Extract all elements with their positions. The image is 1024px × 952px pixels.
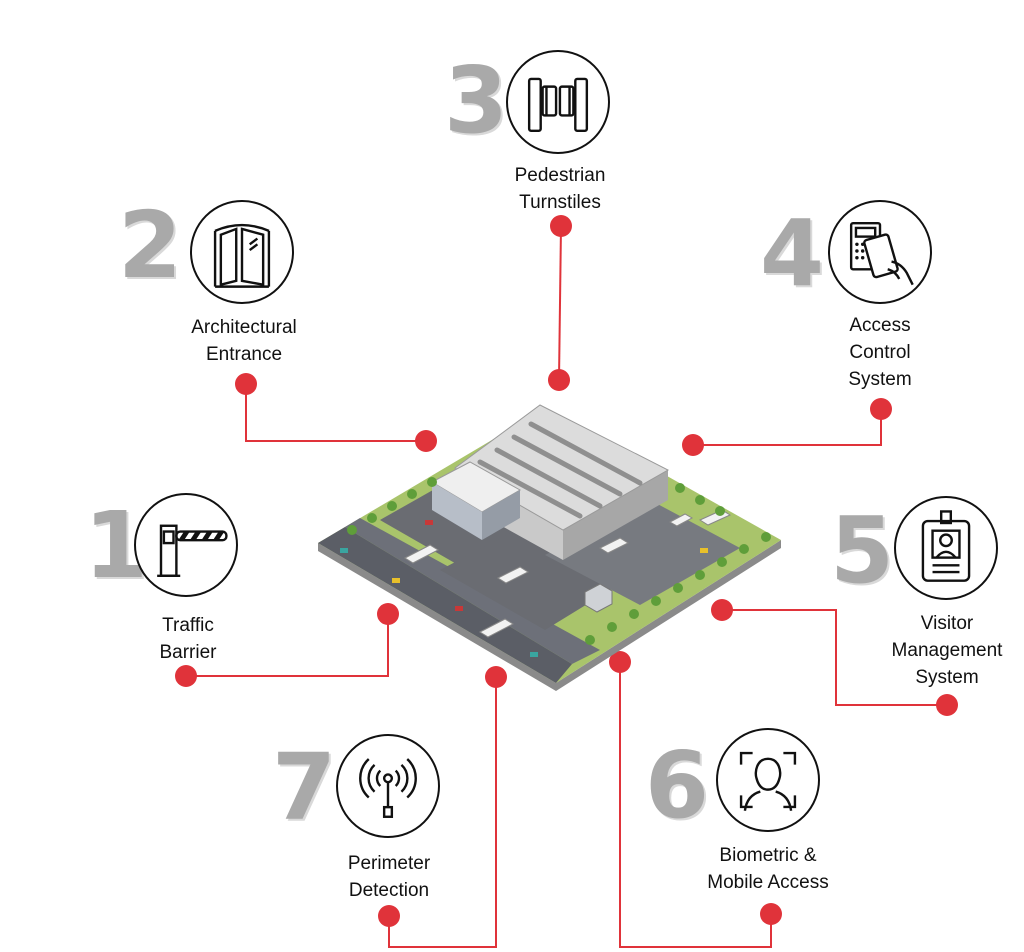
- dot-1-outer: [175, 665, 197, 687]
- warehouse-roof: [454, 404, 670, 531]
- label-biometric-mobile-access: Biometric & Mobile Access: [707, 845, 829, 893]
- dot-3-inner: [548, 369, 570, 391]
- connector-6: [619, 662, 772, 948]
- connector-3: [558, 225, 562, 381]
- label-access-control-system: Access Control System: [848, 315, 912, 390]
- dot-7-outer: [378, 905, 400, 927]
- connector-5: [722, 609, 947, 706]
- traffic-barrier-icon: [157, 524, 228, 577]
- dot-4-outer: [870, 398, 892, 420]
- traffic-barrier-circle: [134, 493, 238, 597]
- perimeter-sensor-circle: [336, 734, 440, 838]
- connector-1: [186, 614, 389, 677]
- trees: [347, 477, 771, 645]
- dot-7-inner: [485, 666, 507, 688]
- dot-2-outer: [235, 373, 257, 395]
- parking-lot-front: [440, 528, 620, 630]
- dot-6-inner: [609, 651, 631, 673]
- item-number-2: 2: [118, 192, 183, 299]
- dot-1-inner: [377, 603, 399, 625]
- gatehouse: [584, 583, 613, 613]
- loading-yard: [545, 500, 740, 605]
- roof-skylights: [477, 421, 643, 519]
- dot-6-outer: [760, 903, 782, 925]
- face-scan-circle: [716, 728, 820, 832]
- dot-3-outer: [550, 215, 572, 237]
- connector-7: [388, 677, 497, 948]
- connector-4: [693, 409, 882, 446]
- label-pedestrian-turnstiles: Pedestrian Turnstiles: [514, 165, 606, 213]
- visitor-badge-circle: [894, 496, 998, 600]
- cars: [340, 520, 708, 657]
- revolving-door-circle: [190, 200, 294, 304]
- revolving-door-icon: [213, 223, 271, 288]
- road-side: [345, 518, 600, 664]
- road-front: [318, 527, 572, 683]
- keycard-reader-circle: [828, 200, 932, 304]
- office-side: [482, 490, 520, 540]
- face-scan-icon: [739, 751, 797, 811]
- connector-2: [245, 384, 426, 442]
- turnstile-circle: [506, 50, 610, 154]
- item-number-6: 6: [645, 732, 710, 839]
- label-architectural-entrance: Architectural Entrance: [191, 317, 297, 365]
- label-visitor-management-system: Visitor Management System: [891, 613, 1003, 688]
- dot-5-inner: [711, 599, 733, 621]
- item-number-3: 3: [444, 47, 509, 154]
- item-number-5: 5: [830, 497, 895, 604]
- item-number-4: 4: [760, 200, 825, 307]
- warehouse-side-wall: [563, 470, 668, 560]
- office-front: [432, 482, 482, 540]
- label-perimeter-detection: Perimeter Detection: [347, 853, 431, 901]
- turnstile-icon: [527, 77, 589, 133]
- dot-2-inner: [415, 430, 437, 452]
- perimeter-sensor-icon: [359, 758, 417, 818]
- visitor-badge-icon: [921, 510, 971, 582]
- dot-5-outer: [936, 694, 958, 716]
- item-number-7: 7: [272, 734, 337, 841]
- parking-lot-left: [380, 486, 520, 566]
- label-traffic-barrier: Traffic Barrier: [159, 615, 217, 663]
- dot-4-inner: [682, 434, 704, 456]
- keycard-reader-icon: [849, 221, 914, 286]
